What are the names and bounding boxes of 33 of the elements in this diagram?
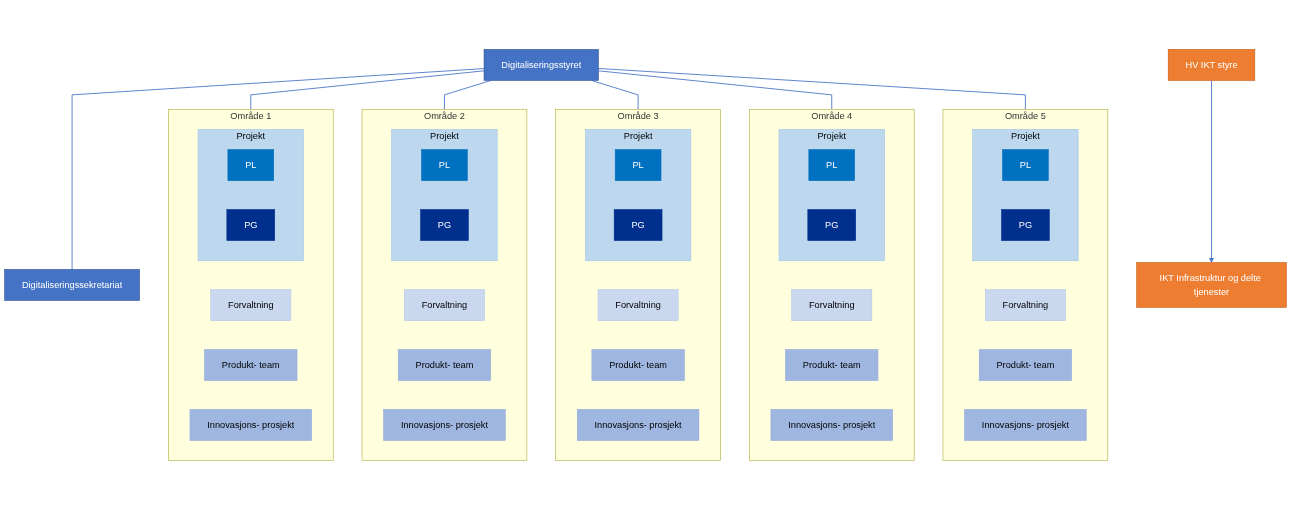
node-box: Innovasjons- prosjekt xyxy=(577,409,700,441)
node-box: PL xyxy=(808,149,855,181)
node-box: Innovasjons- prosjekt xyxy=(189,409,312,441)
node-box: IKT Infrastruktur og delte tjenester xyxy=(1136,262,1287,308)
node-box: Produkt- team xyxy=(204,349,298,381)
node-box: Forvaltning xyxy=(210,289,292,321)
node-box: PL xyxy=(614,149,662,181)
node-box: Forvaltning xyxy=(404,289,485,321)
node-box: PG xyxy=(420,209,469,241)
node-box: PG xyxy=(226,209,276,241)
node-box: Digitaliseringsstyret xyxy=(483,49,599,81)
connector xyxy=(598,68,1026,110)
node-box: Forvaltning xyxy=(985,289,1066,321)
node-box: Innovasjons- prosjekt xyxy=(964,409,1087,441)
node-box: Produkt- team xyxy=(591,349,685,381)
node-box: Innovasjons- prosjekt xyxy=(383,409,506,441)
connector xyxy=(71,68,485,270)
node-box: PG xyxy=(807,209,856,241)
node-box: Innovasjons- prosjekt xyxy=(770,409,893,441)
node-box: Forvaltning xyxy=(597,289,679,321)
connector xyxy=(598,70,833,110)
node-box: PG xyxy=(1001,209,1050,241)
node-box: PL xyxy=(1002,149,1049,181)
node-box: HV IKT styre xyxy=(1167,49,1256,81)
node-box: Produkt- team xyxy=(397,349,491,381)
node-box: Digitaliseringssekretariat xyxy=(4,269,140,301)
node-box: Produkt- team xyxy=(785,349,879,381)
node-box: PL xyxy=(227,149,274,181)
node-box: Forvaltning xyxy=(791,289,873,321)
node-box: Produkt- team xyxy=(978,349,1072,381)
node-box: PL xyxy=(421,149,468,181)
node-box: PG xyxy=(613,209,663,241)
connector xyxy=(250,70,485,110)
